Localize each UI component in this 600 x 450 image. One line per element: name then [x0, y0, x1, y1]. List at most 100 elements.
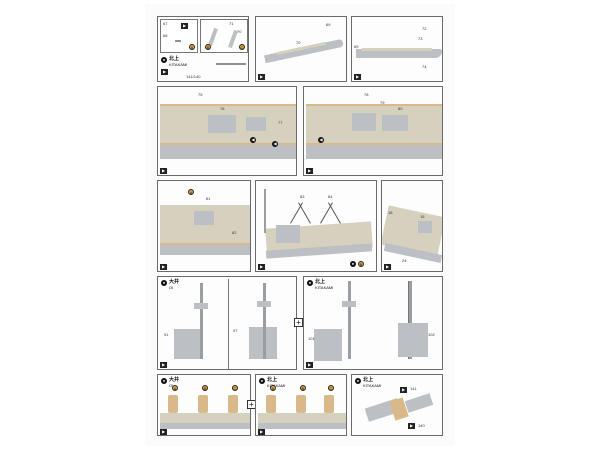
panel-kitakami-funnels: ● 北上 KITAKAMI A B C ▶: [255, 374, 347, 436]
callout: 82: [232, 230, 237, 235]
step-marker-icon: ●: [307, 280, 313, 286]
hull-shape: [160, 423, 250, 429]
ship-name-roman: KITAKAMI: [363, 383, 382, 388]
letter-callout: B: [205, 44, 211, 50]
callout: 15: [420, 214, 425, 219]
step-flag-icon: ▶: [354, 74, 361, 80]
step-marker-icon: ●: [355, 378, 361, 384]
part-number: 70: [237, 29, 242, 34]
funnel: [168, 395, 178, 413]
part-shape: [216, 63, 246, 65]
callout: 102: [428, 332, 435, 337]
ship-name-kanji: 大井: [169, 377, 180, 383]
callout: 73: [418, 36, 423, 41]
oi-subpanel-right: 97: [228, 279, 296, 369]
panel-deck-aft: 78 79 80 ◀ ▶: [303, 86, 443, 176]
panel-hull-bow: 69 70 ▶: [255, 16, 347, 82]
letter-callout: C: [239, 44, 245, 50]
letter-callout: A: [189, 44, 195, 50]
ship-name-roman: OI: [169, 383, 174, 388]
callout: 76: [220, 106, 225, 111]
superstructure: [276, 225, 300, 243]
panel-deck-forward: 75 76 77 ◀ ◀ ▶: [157, 86, 297, 176]
panel-parts-detail: 67 68 A ▶ 71 70 B C ● 北上 KITAKAMI ▶ 141/…: [157, 16, 249, 82]
callout: 97: [233, 328, 238, 333]
ship-name-kanji: 大井: [169, 279, 180, 285]
railing-shape: [306, 104, 442, 106]
step-flag-icon: ▶: [258, 264, 265, 270]
superstructure: [194, 211, 214, 225]
railing-shape: [160, 143, 296, 145]
direction-icon: ◀: [272, 141, 278, 147]
step-marker-icon: ●: [161, 280, 167, 286]
panel-oi-funnels: ● 大井 OI A B C ▶: [157, 374, 251, 436]
mast: [348, 281, 351, 359]
hull-shape: [160, 245, 250, 255]
callout: 75: [198, 92, 203, 97]
railing-shape: [160, 104, 296, 106]
step-flag-icon: ▶: [160, 429, 167, 435]
step-marker-icon: ●: [161, 378, 167, 384]
part-shape: [175, 40, 181, 42]
callout: 77: [278, 120, 283, 125]
step-flag-icon: ▶: [400, 387, 407, 393]
step-flag-icon: ▶: [258, 429, 265, 435]
ship-name-kanji: 北上: [363, 377, 374, 383]
callout: 101: [308, 336, 315, 341]
callout: 74: [422, 64, 427, 69]
step-flag-icon: ▶: [160, 168, 167, 174]
superstructure: [382, 115, 408, 131]
direction-icon: ●: [350, 261, 356, 267]
plus-icon: +: [294, 318, 303, 327]
letter-callout: C: [328, 385, 334, 391]
funnel: [228, 395, 238, 413]
letter-callout: A: [270, 385, 276, 391]
mast: [408, 281, 412, 359]
callout: 81: [206, 196, 211, 201]
callout: 69: [326, 22, 331, 27]
superstructure: [174, 329, 200, 359]
step-flag-icon: ▶: [161, 69, 168, 75]
funnel: [296, 395, 306, 413]
callout: 24: [402, 258, 407, 263]
callout: 84: [328, 194, 333, 199]
letter-callout: A: [188, 189, 194, 195]
callout: 141: [410, 386, 417, 391]
superstructure: [314, 329, 342, 361]
step-flag-icon: ▶: [160, 362, 167, 368]
funnel: [266, 395, 276, 413]
callout: 70: [296, 40, 301, 45]
superstructure: [352, 113, 376, 131]
railing-shape: [160, 243, 250, 245]
deck-shape: [258, 413, 346, 423]
callout: 78: [364, 92, 369, 97]
deck-shape: [362, 48, 432, 51]
part-number: 71: [229, 21, 234, 26]
step-flag-icon: ▶: [160, 264, 167, 270]
ship-name-roman: KITAKAMI: [315, 285, 334, 290]
letter-callout: B: [358, 261, 364, 267]
parts-subpanel-right: 71 70 B C: [200, 19, 248, 53]
step-marker-icon: ●: [161, 57, 167, 63]
step-flag-icon: ▶: [306, 362, 313, 368]
mast-platform: [257, 301, 271, 307]
panel-hull-stern: 72 73 69 74 ▶: [351, 16, 443, 82]
letter-callout: C: [232, 385, 238, 391]
superstructure: [398, 323, 428, 357]
letter-callout: A: [172, 385, 178, 391]
step-flag-icon: ▶: [181, 23, 188, 29]
mast-platform: [194, 303, 208, 309]
panel-mid-deck: A 81 82 ▶: [157, 180, 251, 272]
reference-number: 141/140: [186, 74, 201, 79]
crane-rigging: [298, 202, 311, 224]
part-number: 68: [163, 33, 168, 38]
letter-callout: B: [300, 385, 306, 391]
step-marker-icon: ●: [259, 378, 265, 384]
ship-name-kanji: 北上: [169, 56, 180, 62]
part-number: 67: [163, 21, 168, 26]
direction-icon: ◀: [318, 137, 324, 143]
hull-shape: [258, 423, 346, 429]
panel-kitakami-mast: ● 北上 KITAKAMI 101 102 ▶: [303, 276, 443, 370]
callout: 91: [164, 332, 169, 337]
mast-platform: [342, 301, 356, 307]
